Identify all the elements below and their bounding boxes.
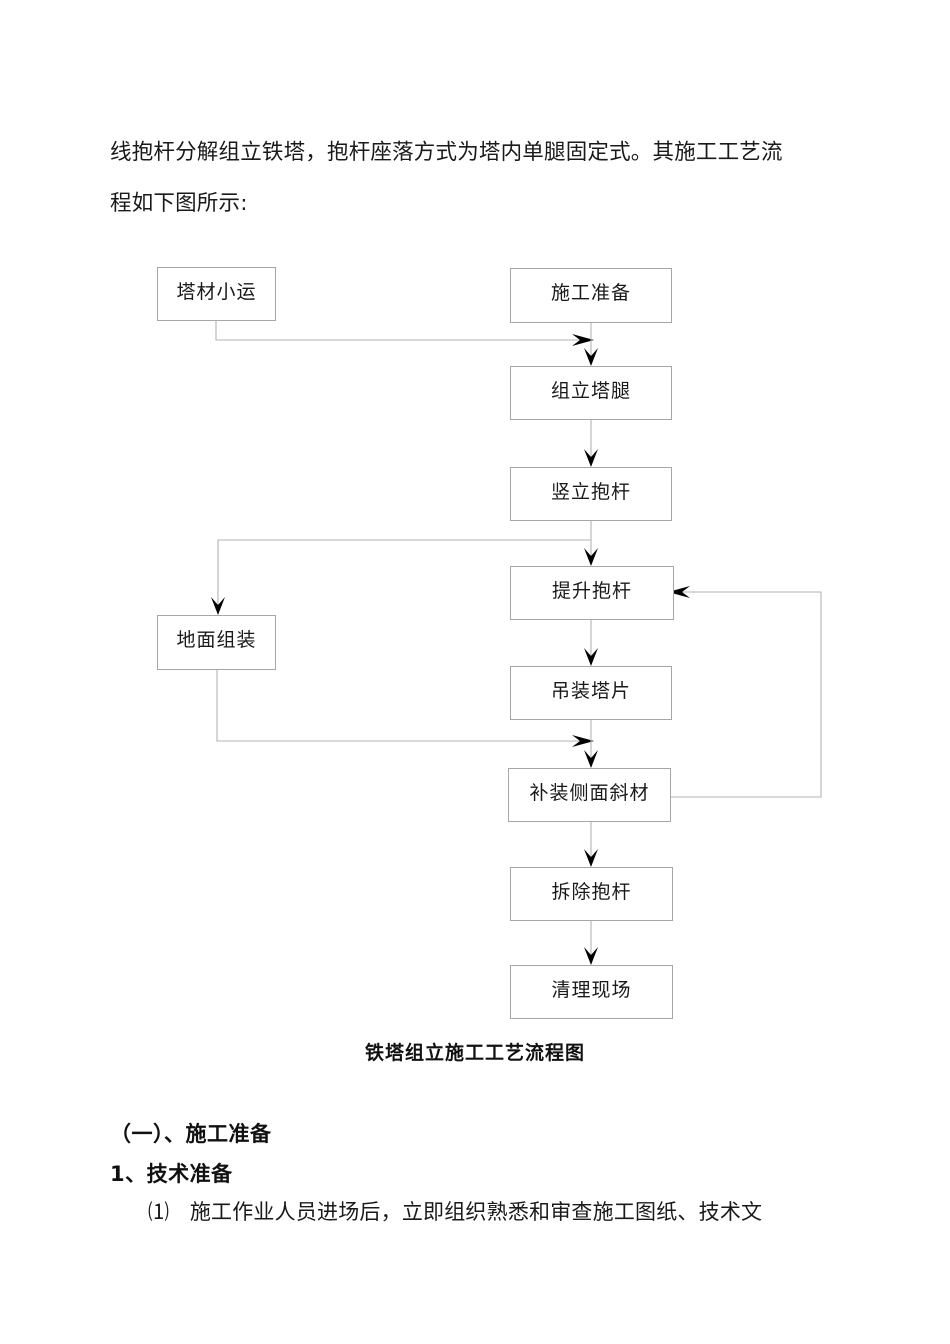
flow-node-shuli-baogan: 竖立抱杆 — [510, 467, 672, 521]
flow-node-buzhuang-cemian-xiecai: 补装侧面斜材 — [508, 768, 671, 822]
edge-taocai-to-zuli — [215, 320, 586, 341]
arrowhead-buzhuang-to-chaichu — [584, 849, 598, 867]
section-heading: （一）、施工准备 — [110, 1122, 272, 1146]
flow-node-diaozhuang-tapian: 吊装塔片 — [510, 666, 672, 720]
flowchart-caption: 铁塔组立施工工艺流程图 — [364, 1042, 585, 1064]
arrowhead-dimian-merge — [572, 735, 594, 747]
flow-node-taocai-xiaoyun: 塔材小运 — [157, 267, 276, 321]
arrowhead-shigong-to-zuli — [584, 348, 598, 366]
sub-heading: 1、技术准备 — [110, 1162, 233, 1186]
arrowhead-chaichu-to-qingli — [584, 947, 598, 965]
edge-feedback-buzhuang-to-tisheng — [671, 591, 822, 798]
flow-node-qingli-xianchang: 清理现场 — [510, 965, 673, 1019]
flow-node-shigong-zhunbei: 施工准备 — [510, 268, 672, 323]
intro-paragraph-line-1: 线抱杆分解组立铁塔，抱杆座落方式为塔内单腿固定式。其施工工艺流 — [110, 140, 783, 165]
arrowhead-tisheng-to-diaozhuang — [584, 648, 598, 666]
arrowhead-zuli-to-shuli — [584, 449, 598, 467]
edge-dimian-to-buzhuang — [216, 670, 586, 742]
flow-node-tisheng-baogan: 提升抱杆 — [510, 566, 674, 620]
arrowhead-shuli-to-tisheng — [584, 548, 598, 566]
flow-node-dimian-zuzhuang: 地面组装 — [157, 615, 276, 670]
flow-node-chaichu-baogan: 拆除抱杆 — [510, 867, 673, 921]
flow-node-zuli-tatui: 组立塔腿 — [510, 366, 672, 420]
edge-shuli-to-dimian — [217, 539, 591, 611]
arrowhead-taocai-merge — [572, 334, 594, 346]
arrowhead-diaozhuang-to-buzhuang — [584, 750, 598, 768]
arrowhead-shuli-to-dimian — [211, 597, 225, 615]
intro-paragraph-line-2: 程如下图所示: — [110, 191, 248, 216]
numbered-item-1: ⑴ 施工作业人员进场后，立即组织熟悉和审查施工图纸、技术文 — [148, 1200, 763, 1224]
arrowhead-feedback-loop — [668, 586, 690, 598]
